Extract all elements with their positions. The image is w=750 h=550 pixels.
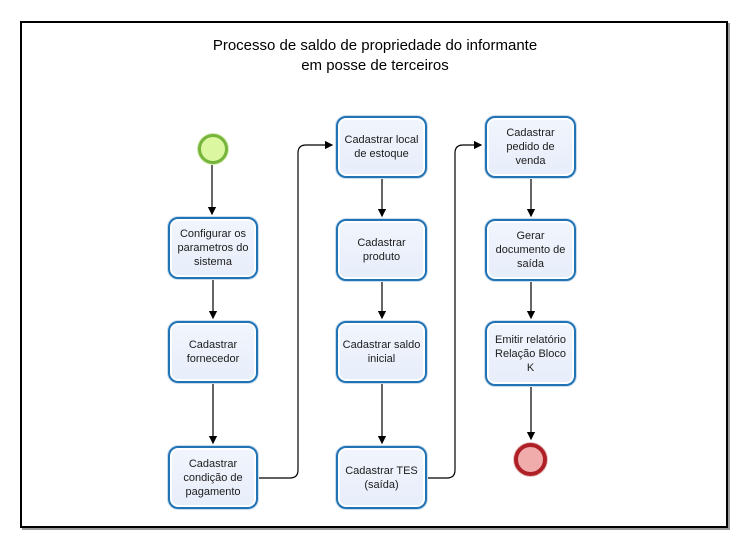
task-register-product[interactable]: Cadastrar produto [336, 219, 427, 281]
task-label: Cadastrar condição de pagamento [183, 457, 243, 498]
task-label: Cadastrar fornecedor [186, 339, 240, 365]
task-register-supplier[interactable]: Cadastrar fornecedor [168, 321, 258, 383]
task-label: Cadastrar TES (saída) [345, 464, 418, 491]
task-issue-block-k-report[interactable]: Emitir relatório Relação Bloco K [485, 321, 576, 386]
task-generate-exit-document[interactable]: Gerar documento de saída [485, 219, 576, 281]
task-register-tes-exit[interactable]: Cadastrar TES (saída) [336, 446, 427, 509]
task-label: Cadastrar saldo inicial [342, 339, 421, 365]
start-event[interactable] [198, 134, 228, 164]
task-configure-params[interactable]: Configurar os parametros do sistema [168, 217, 258, 279]
task-label: Cadastrar local de estoque [344, 134, 419, 160]
diagram-title: Processo de saldo de propriedade do info… [212, 37, 538, 74]
task-label: Cadastrar produto [357, 237, 406, 263]
task-label: Configurar os parametros do sistema [177, 228, 249, 268]
task-label: Cadastrar pedido de venda [506, 127, 555, 167]
task-label: Emitir relatório Relação Bloco K [495, 333, 566, 374]
task-register-payment-condition[interactable]: Cadastrar condição de pagamento [168, 446, 258, 509]
end-event[interactable] [514, 443, 547, 476]
task-register-sales-order[interactable]: Cadastrar pedido de venda [485, 116, 576, 178]
task-register-initial-balance[interactable]: Cadastrar saldo inicial [336, 321, 427, 383]
task-label: Gerar documento de saída [495, 230, 566, 270]
task-register-stock-location[interactable]: Cadastrar local de estoque [336, 116, 427, 178]
